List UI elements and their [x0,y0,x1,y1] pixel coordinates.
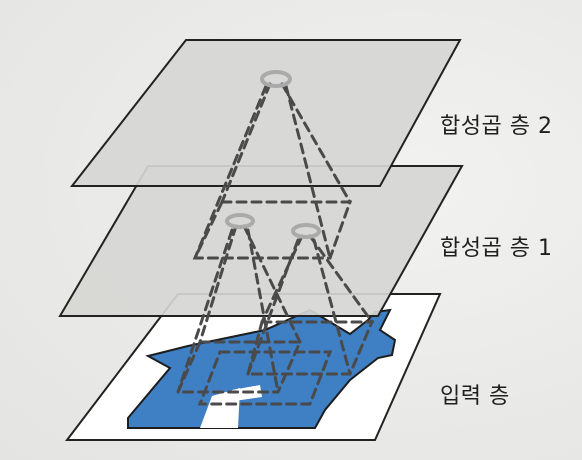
rf-line-conv1b-1 [260,234,304,324]
neuron-rings [225,70,321,239]
rf-line-conv2-1 [220,82,272,204]
conv2-neuron-ring [260,70,292,88]
house-shape [127,308,397,429]
rf-line-conv2-4 [284,84,332,260]
conv2-layer [69,39,462,187]
house-door [200,388,240,428]
conv2-plane [69,39,462,187]
input-layer [64,293,442,441]
rf-line-conv1b-3 [246,238,300,376]
rf-line-conv1b-4 [312,238,352,376]
rf-line-conv1a-4 [246,228,280,394]
rf-line-conv1a-2 [242,224,302,344]
receptive-field-lines [175,82,375,406]
input-receptive-box-c [197,350,333,406]
rf-line-conv1b-2 [308,234,374,324]
conv1-neuron-ring-b [291,223,321,239]
rf-line-conv1a-1 [198,224,238,344]
conv2-layer-label: 합성곱 층 2 [440,114,553,139]
conv1-neuron-ring-a [225,213,255,229]
house-icon [127,308,397,429]
conv1-receptive-box [192,200,353,260]
rf-line-conv2-3 [193,84,268,260]
rf-line-conv2-2 [280,82,352,204]
input-layer-label: 입력 층 [440,384,510,409]
conv1-layer-label: 합성곱 층 1 [440,236,553,261]
rf-line-conv1a-3 [176,228,234,394]
input-receptive-box-a [175,340,303,394]
